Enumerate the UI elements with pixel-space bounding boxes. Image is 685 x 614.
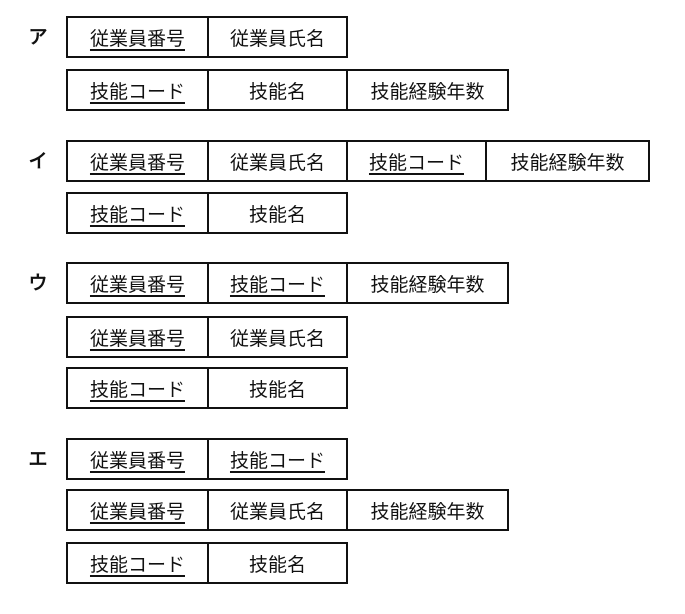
attribute-name: 従業員氏名 (229, 151, 325, 174)
option-label: エ (28, 448, 48, 470)
primary-key-attribute: 技能コード (68, 194, 207, 232)
attribute: 技能経験年数 (346, 491, 507, 529)
attribute-name: 技能コード (89, 553, 185, 576)
option-label: ア (28, 26, 48, 48)
attribute: 技能名 (207, 544, 346, 582)
relation-table: 技能コード 技能名 技能経験年数 (66, 69, 509, 111)
option-label: ウ (28, 272, 48, 294)
primary-key-attribute: 従業員番号 (68, 318, 207, 356)
primary-key-attribute: 従業員番号 (68, 142, 207, 180)
primary-key-attribute: 技能コード (68, 369, 207, 407)
attribute-name: 従業員番号 (89, 449, 185, 472)
primary-key-attribute: 技能コード (68, 544, 207, 582)
relation-table: 技能コード 技能名 (66, 192, 348, 234)
primary-key-attribute: 技能コード (207, 264, 346, 302)
primary-key-attribute: 従業員番号 (68, 18, 207, 56)
attribute-name: 従業員番号 (89, 327, 185, 350)
option-label: イ (28, 150, 48, 172)
attribute-name: 技能コード (89, 378, 185, 401)
attribute: 技能経験年数 (485, 142, 648, 180)
attribute-name: 技能コード (89, 80, 185, 103)
primary-key-attribute: 従業員番号 (68, 440, 207, 478)
attribute-name: 技能コード (89, 203, 185, 226)
primary-key-attribute: 技能コード (346, 142, 485, 180)
attribute-name: 技能名 (248, 203, 306, 226)
attribute: 技能経験年数 (346, 71, 507, 109)
relation-table: 技能コード 技能名 (66, 542, 348, 584)
relation-table: 従業員番号 従業員氏名 (66, 16, 348, 58)
attribute-name: 技能経験年数 (370, 273, 485, 296)
attribute-name: 従業員番号 (89, 273, 185, 296)
relation-table: 従業員番号 従業員氏名 技能コード 技能経験年数 (66, 140, 650, 182)
relation-table: 従業員番号 従業員氏名 (66, 316, 348, 358)
attribute-name: 技能名 (248, 553, 306, 576)
attribute-name: 従業員氏名 (229, 27, 325, 50)
primary-key-attribute: 従業員番号 (68, 264, 207, 302)
attribute-name: 技能コード (229, 449, 325, 472)
relation-table: 従業員番号 従業員氏名 技能経験年数 (66, 489, 509, 531)
attribute: 従業員氏名 (207, 142, 346, 180)
primary-key-attribute: 従業員番号 (68, 491, 207, 529)
attribute: 技能名 (207, 369, 346, 407)
attribute-name: 技能コード (368, 151, 464, 174)
attribute-name: 技能経験年数 (510, 151, 625, 174)
attribute-name: 従業員氏名 (229, 500, 325, 523)
attribute-name: 技能名 (248, 80, 306, 103)
attribute: 従業員氏名 (207, 18, 346, 56)
attribute-name: 技能名 (248, 378, 306, 401)
primary-key-attribute: 技能コード (68, 71, 207, 109)
attribute-name: 従業員番号 (89, 151, 185, 174)
attribute-name: 技能経験年数 (370, 80, 485, 103)
attribute-name: 技能経験年数 (370, 500, 485, 523)
attribute: 技能経験年数 (346, 264, 507, 302)
attribute: 技能名 (207, 71, 346, 109)
attribute: 従業員氏名 (207, 491, 346, 529)
attribute: 技能名 (207, 194, 346, 232)
relation-table: 従業員番号 技能コード (66, 438, 348, 480)
attribute-name: 従業員氏名 (229, 327, 325, 350)
attribute-name: 従業員番号 (89, 27, 185, 50)
primary-key-attribute: 技能コード (207, 440, 346, 478)
attribute-name: 従業員番号 (89, 500, 185, 523)
relation-table: 従業員番号 技能コード 技能経験年数 (66, 262, 509, 304)
attribute-name: 技能コード (229, 273, 325, 296)
relation-table: 技能コード 技能名 (66, 367, 348, 409)
attribute: 従業員氏名 (207, 318, 346, 356)
